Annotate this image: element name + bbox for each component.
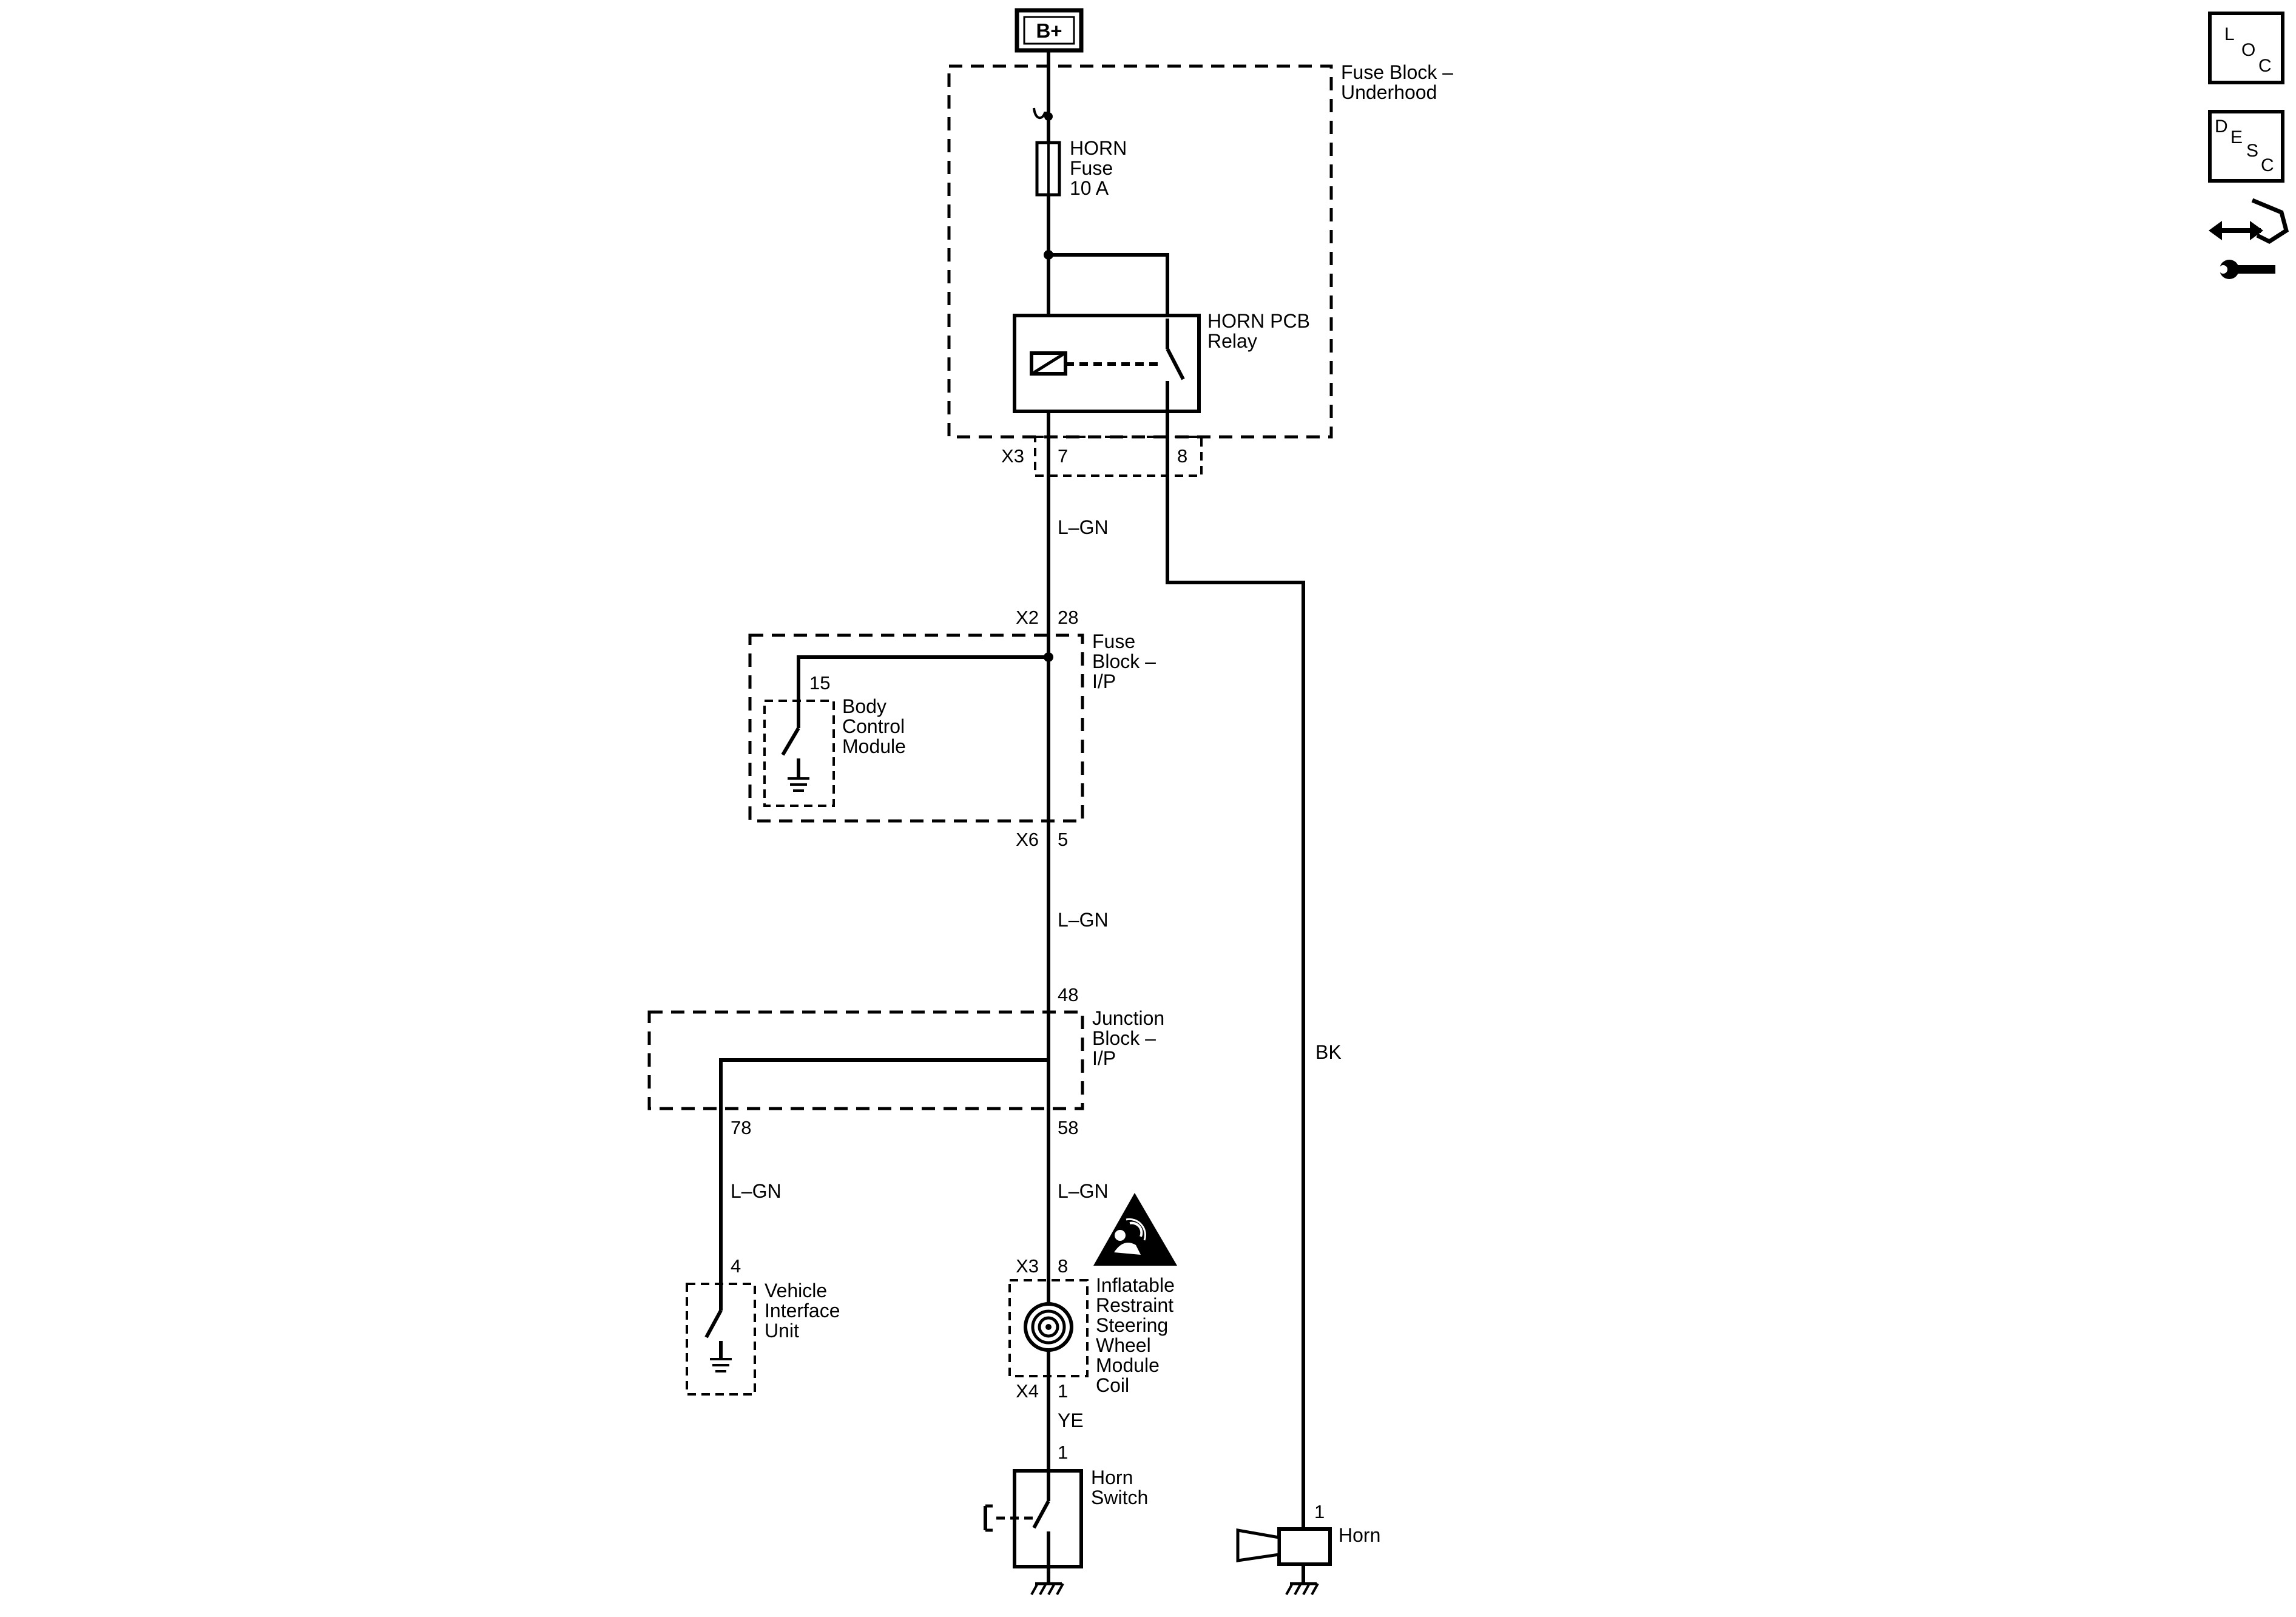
body-control-module-label: Body Control Module: [842, 695, 910, 757]
pin-8-coil-label: 8: [1058, 1255, 1068, 1277]
horn-ground-icon: [1285, 1582, 1319, 1595]
b-plus-label: B+: [1036, 19, 1062, 42]
pin-1-horn-label: 1: [1314, 1501, 1325, 1522]
horn-relay: [1013, 314, 1201, 413]
horn-fuse-label: HORN Fuse 10 A: [1070, 137, 1132, 199]
wire-color-ye: YE: [1058, 1409, 1084, 1431]
junction-block-ip-label: Junction Block – I/P: [1092, 1007, 1170, 1069]
junction-block-ip-outline: [647, 1010, 1084, 1110]
bus-tab-icon: [1033, 107, 1053, 121]
relay-switch-contact-icon: [1166, 348, 1185, 380]
clockspring-coil-icon: [1024, 1302, 1073, 1352]
wire-color-lgn-3: L–GN: [731, 1180, 782, 1202]
connector-x6-label: X6: [1016, 829, 1039, 850]
connector-x3-top-label: X3: [1001, 445, 1024, 467]
connector-x3-top: [1034, 436, 1203, 477]
horn-switch-contact-icon: [984, 1471, 1050, 1582]
svg-text:C: C: [2261, 155, 2274, 175]
fuse-block-ip-outline: [748, 633, 1084, 823]
pin-1-x4-label: 1: [1058, 1380, 1068, 1402]
pin-48-label: 48: [1058, 984, 1078, 1005]
pin-1-switch-label: 1: [1058, 1442, 1068, 1463]
horn-icon: [1236, 1527, 1332, 1584]
connector-x2-label: X2: [1016, 607, 1039, 628]
horn-label: Horn: [1339, 1524, 1380, 1546]
clockspring-label: Inflatable Restraint Steering Wheel Modu…: [1096, 1274, 1180, 1396]
horn-switch-label: Horn Switch: [1091, 1467, 1148, 1508]
viu-switch-icon: [704, 1280, 723, 1359]
svg-text:D: D: [2215, 116, 2228, 137]
viu-ground-icon: [710, 1358, 732, 1372]
vehicle-interface-unit-label: Vehicle Interface Unit: [765, 1280, 845, 1342]
horn-switch-ground-icon: [1030, 1582, 1064, 1595]
pin-7-label: 7: [1058, 445, 1068, 467]
battery-power-source: B+: [1015, 8, 1084, 53]
pin-78-label: 78: [731, 1117, 751, 1138]
description-icon[interactable]: D E S C: [2208, 110, 2284, 183]
pin-28-label: 28: [1058, 607, 1078, 628]
svg-text:C: C: [2258, 56, 2272, 76]
wire-color-lgn-1: L–GN: [1058, 516, 1109, 538]
airbag-warning-icon: [1093, 1193, 1177, 1266]
bcm-switch-icon: [781, 705, 800, 778]
connector-x3-coil-label: X3: [1016, 1255, 1039, 1277]
fuse-block-ip-label: Fuse Block – I/P: [1092, 630, 1161, 692]
wire-color-bk: BK: [1315, 1041, 1342, 1063]
body-control-module-outline: [763, 700, 835, 807]
pin-5-label: 5: [1058, 829, 1068, 850]
clockspring-outline: [1008, 1279, 1089, 1377]
pin-15-label: 15: [809, 672, 830, 694]
wire-color-lgn-4: L–GN: [1058, 1180, 1109, 1202]
location-icon[interactable]: L O C: [2208, 12, 2284, 84]
wire-color-lgn-2: L–GN: [1058, 909, 1109, 931]
bcm-ground-icon: [788, 777, 809, 792]
svg-text:S: S: [2246, 141, 2258, 161]
horn-relay-label: HORN PCB Relay: [1207, 310, 1315, 352]
connector-x4-label: X4: [1016, 1380, 1039, 1402]
svg-text:O: O: [2241, 40, 2255, 60]
viu-branch-wire: [719, 1058, 1048, 1280]
black-horn-wire: [1166, 413, 1305, 1534]
svg-text:E: E: [2230, 127, 2243, 147]
fuse-block-underhood-label: Fuse Block – Underhood: [1341, 61, 1459, 103]
repair-icon[interactable]: [2209, 198, 2289, 279]
pin-8-label: 8: [1177, 445, 1187, 467]
svg-text:L: L: [2224, 24, 2235, 44]
pin-4-label: 4: [731, 1255, 741, 1277]
pin-58-label: 58: [1058, 1117, 1078, 1138]
